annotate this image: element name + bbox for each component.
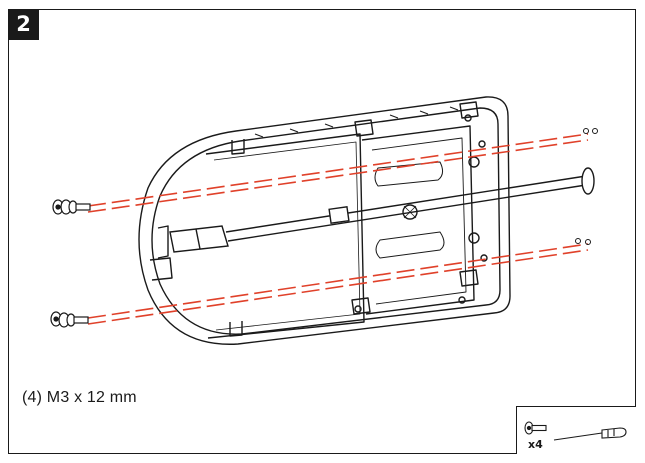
tool-quantity-label: x4 — [528, 438, 543, 451]
step-number-badge: 2 — [8, 9, 39, 40]
screwdriver-shaft — [169, 167, 595, 253]
alignment-guides — [87, 133, 589, 325]
tools-illustration — [524, 421, 627, 441]
screw-icon — [50, 311, 89, 328]
end-screws — [575, 128, 598, 245]
instruction-frame — [8, 9, 636, 454]
mount-bracket-icon — [138, 96, 511, 345]
screwdriver-icon — [553, 427, 627, 441]
screw-icon — [52, 199, 91, 215]
screw-spec-label: (4) M3 x 12 mm — [22, 389, 137, 406]
screw-icon — [524, 421, 547, 435]
